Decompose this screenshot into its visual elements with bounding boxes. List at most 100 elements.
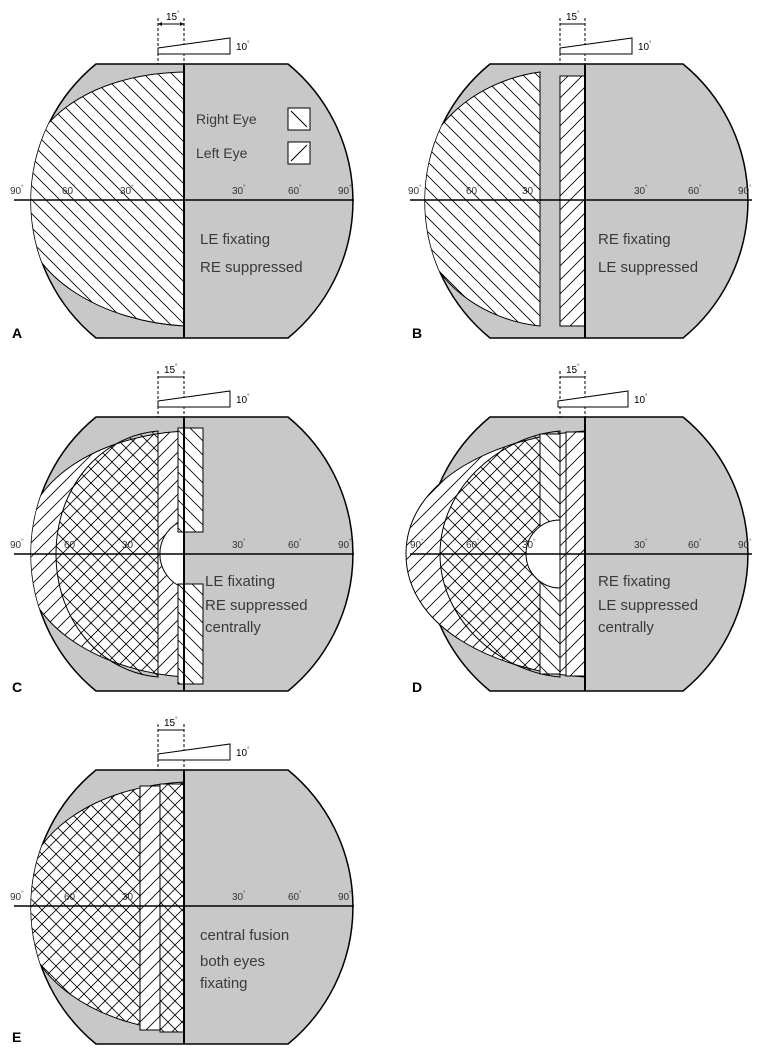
- degree-symbol: °: [749, 185, 752, 191]
- degree-symbol: °: [177, 11, 180, 17]
- degree-symbol: °: [131, 185, 134, 191]
- measure-label: 15°: [164, 717, 178, 729]
- svg-text:30°: 30°: [232, 539, 246, 551]
- svg-text:30°: 30°: [634, 539, 648, 551]
- degree-symbol: °: [577, 11, 580, 17]
- prism-wedge: [157, 37, 231, 55]
- svg-text:90°: 90°: [338, 185, 352, 197]
- panel-d: 15° 10° 90° 60° 30° 30° 60° 90° RE fixat…: [405, 364, 752, 695]
- legend: Right Eye Left Eye: [196, 107, 311, 165]
- legend-right-eye-label: Right Eye: [196, 111, 257, 127]
- svg-text:60°: 60°: [288, 539, 302, 551]
- caption-line-1: RE fixating: [598, 573, 671, 590]
- svg-text:90°: 90°: [338, 539, 352, 551]
- degree-symbol: °: [133, 891, 136, 897]
- degree-symbol: °: [349, 891, 352, 897]
- degree-symbol: °: [175, 364, 178, 370]
- tick-labels: 90° 60° 30° 30° 60° 90°: [10, 891, 352, 903]
- svg-text:30°: 30°: [634, 185, 648, 197]
- panel-letter: A: [12, 325, 22, 341]
- prism-indicator: 15° 10°: [157, 364, 250, 417]
- svg-text:60°: 60°: [288, 891, 302, 903]
- degree-symbol: °: [577, 364, 580, 370]
- caption-line-2: RE suppressed: [205, 597, 308, 614]
- svg-text:90°: 90°: [10, 539, 24, 551]
- degree-symbol: °: [645, 539, 648, 545]
- panel-letter: E: [12, 1029, 21, 1045]
- prism-label: 10°: [236, 747, 250, 759]
- degree-symbol: °: [243, 539, 246, 545]
- degree-symbol: °: [73, 185, 76, 191]
- degree-symbol: °: [419, 185, 422, 191]
- degree-symbol: °: [649, 41, 652, 47]
- degree-symbol: °: [349, 185, 352, 191]
- prism-indicator: 15° 10°: [559, 11, 652, 64]
- degree-symbol: °: [645, 394, 648, 400]
- measure-label: 15°: [166, 11, 180, 23]
- measure-label: 15°: [164, 364, 178, 376]
- prism-indicator: 15° 10°: [157, 11, 250, 64]
- svg-text:90°: 90°: [338, 891, 352, 903]
- prism-label: 10°: [236, 394, 250, 406]
- svg-text:60°: 60°: [466, 185, 480, 197]
- svg-text:60°: 60°: [688, 185, 702, 197]
- caption-line-3: centrally: [598, 619, 654, 636]
- prism-indicator: 15° 10°: [557, 364, 648, 417]
- caption-line-1: LE fixating: [205, 573, 275, 590]
- prism-wedge: [157, 390, 231, 408]
- svg-text:30°: 30°: [122, 891, 136, 903]
- panel-c: 15° 10° 90° 60° 30° 30° 60° 90° LE fixat…: [10, 364, 354, 695]
- degree-symbol: °: [477, 539, 480, 545]
- degree-symbol: °: [533, 539, 536, 545]
- panel-b: 15° 10° 90° 60° 30° 30° 60° 90° RE fixat…: [408, 11, 752, 341]
- prism-wedge: [157, 743, 231, 761]
- svg-text:60°: 60°: [62, 185, 76, 197]
- caption-line-2: LE suppressed: [598, 597, 698, 614]
- svg-text:30°: 30°: [232, 185, 246, 197]
- degree-symbol: °: [533, 185, 536, 191]
- svg-text:90°: 90°: [738, 185, 752, 197]
- svg-text:90°: 90°: [410, 539, 424, 551]
- degree-symbol: °: [247, 747, 250, 753]
- svg-text:60°: 60°: [466, 539, 480, 551]
- prism-wedge: [559, 37, 633, 55]
- degree-symbol: °: [421, 539, 424, 545]
- prism-label: 10°: [634, 394, 648, 406]
- tick-labels: 90° 60° 30° 30° 60° 90°: [10, 539, 352, 551]
- measure-label: 15°: [566, 364, 580, 376]
- degree-symbol: °: [133, 539, 136, 545]
- degree-symbol: °: [247, 394, 250, 400]
- prism-label: 10°: [236, 41, 250, 53]
- caption-line-2: LE suppressed: [598, 259, 698, 276]
- degree-symbol: °: [749, 539, 752, 545]
- caption-line-3: fixating: [200, 975, 248, 992]
- panel-letter: B: [412, 325, 422, 341]
- caption-line-1: LE fixating: [200, 231, 270, 248]
- svg-text:30°: 30°: [232, 891, 246, 903]
- panel-e: 15° 10° 90° 60° 30° 30° 60° 90° central …: [10, 717, 354, 1045]
- svg-text:90°: 90°: [10, 185, 24, 197]
- svg-text:90°: 90°: [738, 539, 752, 551]
- svg-text:90°: 90°: [10, 891, 24, 903]
- degree-symbol: °: [349, 539, 352, 545]
- panel-letter: D: [412, 679, 422, 695]
- svg-text:90°: 90°: [408, 185, 422, 197]
- svg-text:60°: 60°: [64, 891, 78, 903]
- svg-text:30°: 30°: [122, 539, 136, 551]
- panel-letter: C: [12, 679, 22, 695]
- degree-symbol: °: [21, 891, 24, 897]
- legend-left-eye-label: Left Eye: [196, 145, 248, 161]
- caption-line-3: centrally: [205, 619, 261, 636]
- degree-symbol: °: [75, 539, 78, 545]
- degree-symbol: °: [645, 185, 648, 191]
- tick-labels: 90° 60° 30° 30° 60° 90°: [410, 539, 752, 551]
- prism-indicator: 15° 10°: [157, 717, 250, 770]
- degree-symbol: °: [299, 185, 302, 191]
- svg-text:30°: 30°: [522, 185, 536, 197]
- svg-text:60°: 60°: [64, 539, 78, 551]
- degree-symbol: °: [299, 539, 302, 545]
- prism-wedge: [557, 390, 629, 408]
- degree-symbol: °: [243, 891, 246, 897]
- degree-symbol: °: [699, 185, 702, 191]
